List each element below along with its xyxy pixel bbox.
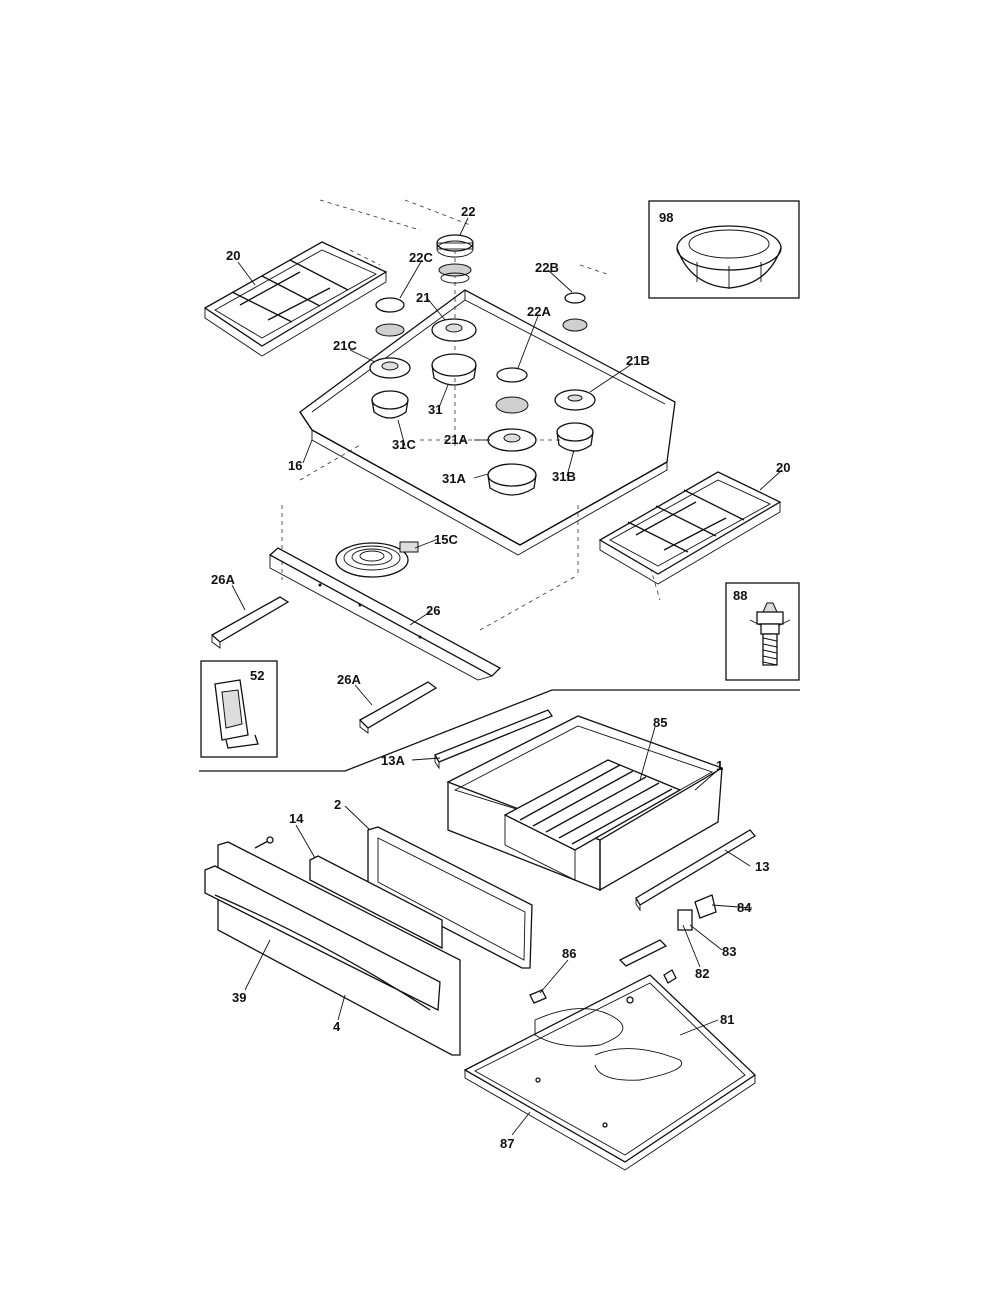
callout-16: 16 xyxy=(288,458,302,473)
callout-1: 1 xyxy=(716,758,723,773)
screw xyxy=(254,836,274,849)
burner-cap-22 xyxy=(436,234,474,258)
callout-88: 88 xyxy=(733,588,747,603)
burner-ring-31A xyxy=(487,463,537,496)
callout-81: 81 xyxy=(720,1012,734,1027)
section-divider xyxy=(199,689,800,772)
callout-26A-right: 26A xyxy=(337,672,361,687)
callout-87: 87 xyxy=(500,1136,514,1151)
callout-26: 26 xyxy=(426,603,440,618)
element-81 xyxy=(534,1008,683,1081)
callout-20-left: 20 xyxy=(226,248,240,263)
burner-head-21A xyxy=(487,428,537,452)
insulation-14 xyxy=(309,855,443,950)
callout-2: 2 xyxy=(334,797,341,812)
burner-head-21C xyxy=(369,357,411,379)
callout-52: 52 xyxy=(250,668,264,683)
callout-82: 82 xyxy=(695,966,709,981)
callout-31B: 31B xyxy=(552,469,576,484)
callout-85: 85 xyxy=(653,715,667,730)
spring-22C xyxy=(438,263,472,284)
callout-31: 31 xyxy=(428,402,442,417)
callout-4: 4 xyxy=(333,1019,341,1034)
bracket-26A-right xyxy=(358,681,438,734)
inset-88-orifice xyxy=(725,582,800,681)
callout-98: 98 xyxy=(659,210,673,225)
callout-83: 83 xyxy=(722,944,736,959)
broiler-pan-85 xyxy=(503,759,682,881)
callout-31A: 31A xyxy=(442,471,466,486)
callout-labels: 22 22C 22B 20 21 22A 21C 21B 31 31C 21A … xyxy=(211,204,790,1151)
callout-14: 14 xyxy=(289,811,304,826)
callout-22C: 22C xyxy=(409,250,433,265)
bottom-tray-87 xyxy=(463,974,757,1171)
callout-84: 84 xyxy=(737,900,752,915)
burner-cap-22A xyxy=(495,367,529,414)
inset-52-knob-clip xyxy=(200,660,278,758)
drawer-front-4 xyxy=(204,841,461,1056)
bracket-82-83-84 xyxy=(618,894,717,984)
burner-cap-22C xyxy=(375,297,405,337)
callout-22B: 22B xyxy=(535,260,559,275)
callout-39: 39 xyxy=(232,990,246,1005)
callout-21: 21 xyxy=(416,290,430,305)
callout-20-right: 20 xyxy=(776,460,790,475)
callout-13A: 13A xyxy=(381,753,405,768)
maintop-cooktop xyxy=(299,289,676,556)
surface-element-15C xyxy=(335,541,419,578)
callout-22: 22 xyxy=(461,204,475,219)
burner-ring-31C xyxy=(371,390,409,419)
callout-15C: 15C xyxy=(434,532,458,547)
callout-22A: 22A xyxy=(527,304,551,319)
burner-ring-31 xyxy=(431,353,477,386)
grate-20-left xyxy=(203,241,388,357)
callout-13: 13 xyxy=(755,859,769,874)
clip-86 xyxy=(529,989,547,1004)
callout-86: 86 xyxy=(562,946,576,961)
bracket-26A-left xyxy=(210,596,290,649)
burner-head-21 xyxy=(431,318,477,342)
burner-head-21B xyxy=(554,389,596,411)
burner-cap-22B xyxy=(562,292,588,332)
burner-ring-31B xyxy=(556,422,594,452)
slide-rail-13 xyxy=(635,829,756,912)
callout-21C: 21C xyxy=(333,338,357,353)
inset-98-burner-ring xyxy=(648,200,800,299)
leader-lines xyxy=(231,217,783,1136)
callout-26A-left: 26A xyxy=(211,572,235,587)
bracket-26 xyxy=(268,547,502,681)
callout-21A: 21A xyxy=(444,432,468,447)
callout-31C: 31C xyxy=(392,437,416,452)
callout-21B: 21B xyxy=(626,353,650,368)
grate-20-right xyxy=(598,471,782,585)
